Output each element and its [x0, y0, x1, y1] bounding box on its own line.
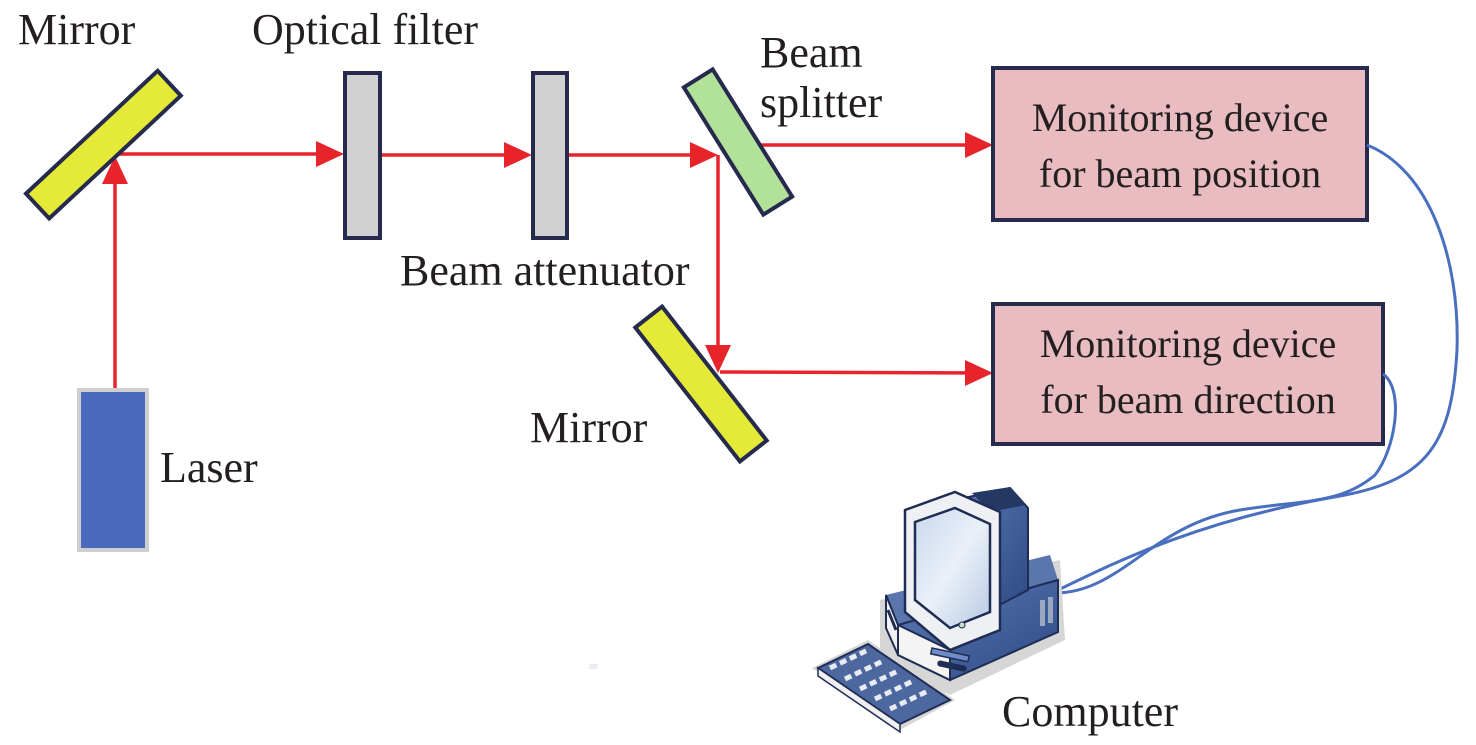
arrow-head-up: [102, 156, 128, 184]
beam-attenuator: [531, 71, 569, 240]
mirror-top: [23, 68, 184, 222]
laser-source: [77, 388, 149, 552]
beam-mirror-to-direction-monitor: [719, 370, 989, 375]
laser-beam-paths: [102, 132, 993, 390]
arrow-head-down: [705, 345, 731, 373]
optical-filter: [343, 71, 382, 240]
position-monitor-line1: Monitoring device: [1032, 95, 1329, 140]
label-mirror-bottom: Mirror: [530, 403, 648, 452]
arrow-head-right: [690, 142, 718, 168]
label-mirror-top: Mirror: [18, 5, 136, 54]
mirror-bottom: [632, 303, 770, 465]
label-laser: Laser: [160, 443, 258, 492]
cable-direction-monitor-to-computer: [1051, 372, 1397, 595]
arrow-head-right: [965, 132, 993, 158]
label-computer: Computer: [1002, 687, 1178, 736]
direction-monitor-line2: for beam direction: [1040, 377, 1335, 422]
label-optical-filter: Optical filter: [252, 5, 478, 54]
direction-monitor-box: Monitoring device for beam direction: [991, 302, 1385, 446]
keyboard-icon: [588, 640, 955, 734]
arrow-head-right: [316, 141, 344, 167]
label-beam-splitter-line2: splitter: [760, 78, 883, 127]
position-monitor-box: Monitoring device for beam position: [991, 66, 1369, 222]
label-beam-attenuator: Beam attenuator: [400, 246, 690, 295]
position-monitor-line2: for beam position: [1039, 151, 1321, 196]
desktop-computer-icon: [588, 486, 1065, 734]
arrow-head-right: [965, 360, 993, 386]
arrow-head-right: [504, 142, 532, 168]
beam-splitter: [681, 66, 795, 218]
direction-monitor-line1: Monitoring device: [1040, 321, 1337, 366]
label-beam-splitter-line1: Beam: [760, 28, 863, 77]
